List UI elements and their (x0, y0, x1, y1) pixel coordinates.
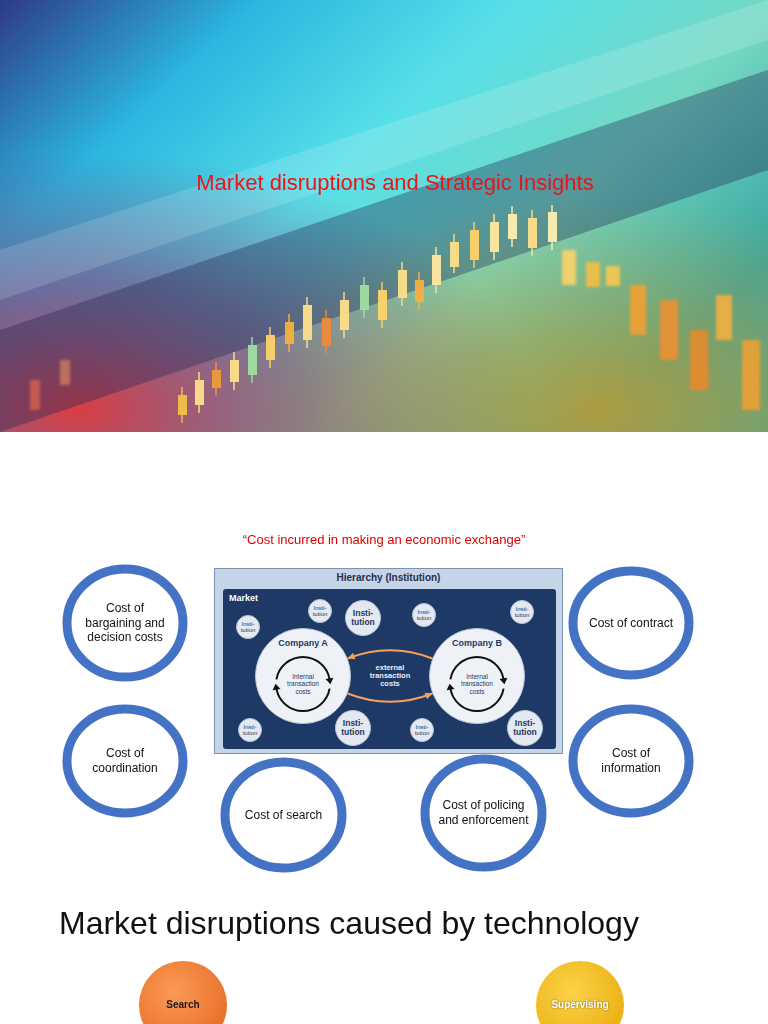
slide-title: Market disruptions and Strategic Insight… (0, 170, 768, 196)
cost-ring: Cost of policing and enforcement (420, 754, 547, 872)
technology-circle: Supervising (536, 961, 624, 1024)
edge-label: external transaction costs (367, 664, 413, 689)
section-heading: Market disruptions caused by technology (59, 904, 639, 942)
institution-label: Insti- tution (412, 724, 432, 737)
ring-label: Cost of contract (589, 616, 673, 631)
institution-circle: Insti- tution (510, 600, 534, 624)
ring-ellipse (425, 759, 542, 867)
cycle-arrowhead (273, 684, 281, 691)
cost-ring: Cost of information (568, 704, 694, 818)
institution-circle: Insti- tution (412, 603, 436, 627)
frame-heading: Hierarchy (Institution) (215, 572, 562, 584)
institution-label: Insti- tution (347, 609, 379, 627)
ring-text-area: Cost of contract (586, 566, 676, 680)
institution-label: Insti- tution (337, 719, 369, 737)
institution-label: Insti- tution (509, 719, 541, 737)
ring-text-area: Cost of search (238, 757, 329, 873)
ring-label: Cost of information (586, 746, 676, 775)
arrowhead (424, 693, 432, 700)
ring-text-area: Cost of information (586, 704, 676, 818)
transaction-arrow (348, 650, 433, 659)
institution-label: Insti- tution (414, 609, 434, 622)
company-name: Company A (256, 638, 350, 649)
arrowhead (348, 653, 356, 660)
cycle-arrowhead (325, 678, 333, 685)
ring-ellipse (573, 709, 689, 813)
ring-label: Cost of bargaining and decision costs (80, 601, 170, 645)
quote-text: “Cost incurred in making an economic exc… (0, 532, 768, 548)
company-name: Company B (430, 638, 524, 649)
hierarchy-frame: Hierarchy (Institution) MarketInsti- tuti… (214, 568, 563, 754)
institution-label: Insti- tution (310, 605, 330, 618)
technology-circle: Search (139, 961, 227, 1024)
ring-ellipse (67, 569, 183, 677)
arrow-curve (348, 650, 433, 658)
ring-ellipse (225, 762, 342, 868)
institution-circle: Insti- tution (335, 710, 371, 746)
ring-label: Cost of search (245, 808, 322, 823)
market-label: Market (229, 593, 258, 604)
transaction-arrow (348, 693, 433, 702)
institution-label: Insti- tution (240, 724, 260, 737)
internal-cost-label: Internal transaction costs (457, 673, 497, 694)
institution-circle: Insti- tution (507, 710, 543, 746)
institution-label: Insti- tution (238, 621, 258, 634)
cost-ring: Cost of coordination (62, 704, 188, 818)
internal-cost-label: Internal transaction costs (283, 673, 323, 694)
ring-text-area: Cost of bargaining and decision costs (80, 564, 170, 682)
stock-chart-banner (0, 0, 768, 432)
cost-ring: Cost of contract (568, 566, 694, 680)
ring-text-area: Cost of policing and enforcement (438, 754, 529, 872)
cycle-arrowhead (447, 684, 455, 691)
institution-circle: Insti- tution (345, 600, 381, 636)
cost-ring: Cost of search (220, 757, 347, 873)
market-box: MarketInsti- tutionInsti- tutionInsti- t… (223, 589, 556, 749)
ring-text-area: Cost of coordination (80, 704, 170, 818)
institution-circle: Insti- tution (308, 599, 332, 623)
institution-circle: Insti- tution (410, 718, 434, 742)
ring-label: Cost of coordination (80, 746, 170, 775)
institution-circle: Insti- tution (238, 718, 262, 742)
company-circle: Company A Internal transaction costs (255, 628, 351, 724)
cycle-arrowhead (499, 678, 507, 685)
ring-ellipse (67, 709, 183, 813)
arrow-curve (348, 693, 433, 701)
cost-ring: Cost of bargaining and decision costs (62, 564, 188, 682)
ring-ellipse (573, 571, 689, 675)
technology-label: Supervising (551, 999, 608, 1011)
ring-label: Cost of policing and enforcement (438, 798, 529, 827)
technology-label: Search (166, 999, 199, 1011)
institution-circle: Insti- tution (236, 615, 260, 639)
company-circle: Company B Internal transaction costs (429, 628, 525, 724)
institution-label: Insti- tution (512, 606, 532, 619)
